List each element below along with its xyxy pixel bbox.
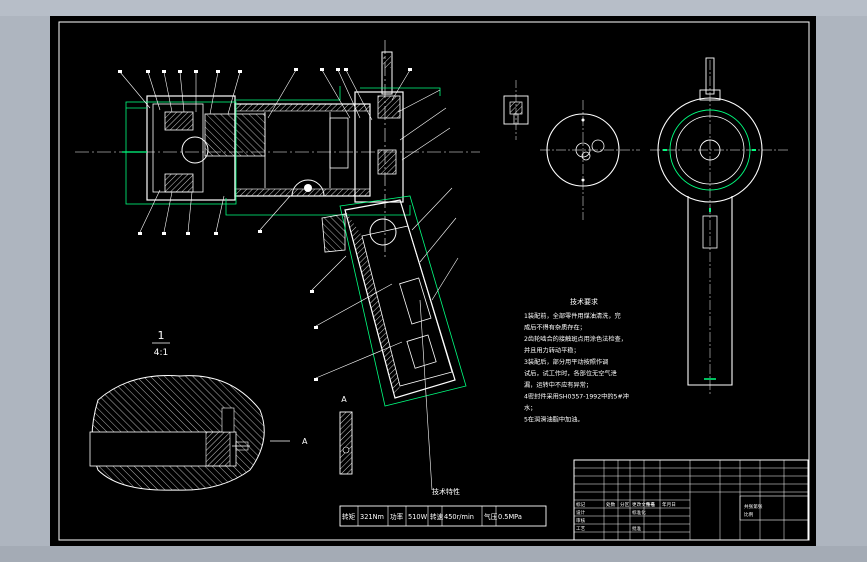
output-spindle — [381, 51, 393, 95]
cylinder-wall-bottom — [234, 188, 371, 197]
callout-leaders-top — [119, 69, 451, 161]
tech-specs-table — [339, 505, 547, 527]
tech-requirement-line: 试后，试工作时，各部位无空气泄 — [524, 370, 617, 378]
tech-requirement-line: 1装配前，全部零件用煤油清洗，完 — [524, 312, 621, 320]
title-block-cell: 年月日 — [662, 501, 676, 508]
tech-spec-cell: 气压 — [484, 512, 498, 521]
tech-requirement-line: 成后不得有杂质存在； — [524, 324, 586, 332]
detail-scale-numerator: 1 — [158, 329, 165, 342]
side-view — [650, 57, 790, 395]
main-section-view[interactable] — [75, 40, 480, 491]
tech-requirements-title: 技术要求 — [570, 297, 598, 306]
enlarged-detail-view — [89, 375, 290, 491]
tech-specs-title: 技术特性 — [432, 487, 460, 496]
tech-requirement-line: 漏，运转中不应有异常； — [524, 381, 592, 389]
title-block-cell: 工艺 — [576, 526, 586, 532]
tech-spec-cell: 450r/min — [444, 513, 474, 521]
tech-spec-cell: 321Nm — [360, 513, 384, 521]
tech-spec-cell: 转速 — [430, 512, 444, 521]
title-block-cell: 标准化 — [632, 509, 646, 516]
tech-spec-cell: 转矩 — [342, 512, 356, 521]
dim-outline-motor — [125, 101, 237, 205]
title-block-cell: 签名 — [646, 501, 655, 508]
section-a-label: A — [341, 395, 347, 404]
gear-head — [354, 91, 404, 203]
handle-wall-right — [400, 200, 455, 380]
tech-spec-cell: 510W — [408, 513, 428, 521]
tech-requirement-line: 并且用力转动平稳； — [524, 347, 580, 355]
title-block-scale-label: 比例 — [744, 511, 754, 518]
viewer-top-bar — [0, 0, 867, 16]
title-block-cell: 审核 — [576, 517, 586, 524]
detail-view-small — [503, 80, 529, 140]
front-view — [540, 100, 640, 220]
tech-requirement-line: 水； — [524, 404, 536, 412]
title-block-cell: 分区 — [620, 501, 630, 508]
callout-marks — [118, 68, 412, 381]
detail-scale-denominator: 4:1 — [154, 348, 168, 358]
tech-requirement-line: 4密封件采用SH0357-1992中的5#冲 — [524, 393, 629, 401]
tech-requirement-line: 2齿轮啮合的接触斑点用涂色法检查， — [524, 335, 627, 343]
title-block-cell: 更改文件号 — [632, 501, 655, 508]
shaft-end — [181, 136, 209, 164]
title-block-sheet: 共张第张 — [744, 503, 763, 510]
handle-wall-left — [345, 210, 400, 398]
trigger — [321, 213, 346, 253]
bearing-bottom — [164, 173, 194, 193]
section-a-part — [339, 411, 353, 475]
title-block-cell: 设计 — [576, 509, 586, 516]
viewer-bottom-bar — [0, 546, 867, 562]
handle-grip — [344, 199, 456, 399]
tech-requirement-line: 5在润滑油脂中加油。 — [524, 416, 584, 424]
bearing-top — [164, 111, 194, 131]
section-marker: A — [302, 437, 308, 446]
tech-requirement-line: 3装配后，部分用平动按照作调 — [524, 358, 608, 366]
callout-leaders-bottom — [139, 187, 459, 379]
tech-spec-cell: 功率 — [390, 512, 404, 521]
title-block-cell: 处数 — [606, 501, 616, 508]
tech-spec-cell: 0.5MPa — [498, 513, 522, 521]
dim-outline-handle — [339, 195, 467, 407]
cylinder-wall-top — [234, 103, 371, 112]
title-block — [573, 459, 809, 541]
title-block-cell: 标记 — [576, 501, 586, 508]
title-block-cell: 批准 — [632, 525, 642, 532]
drawing-frame — [58, 21, 810, 541]
